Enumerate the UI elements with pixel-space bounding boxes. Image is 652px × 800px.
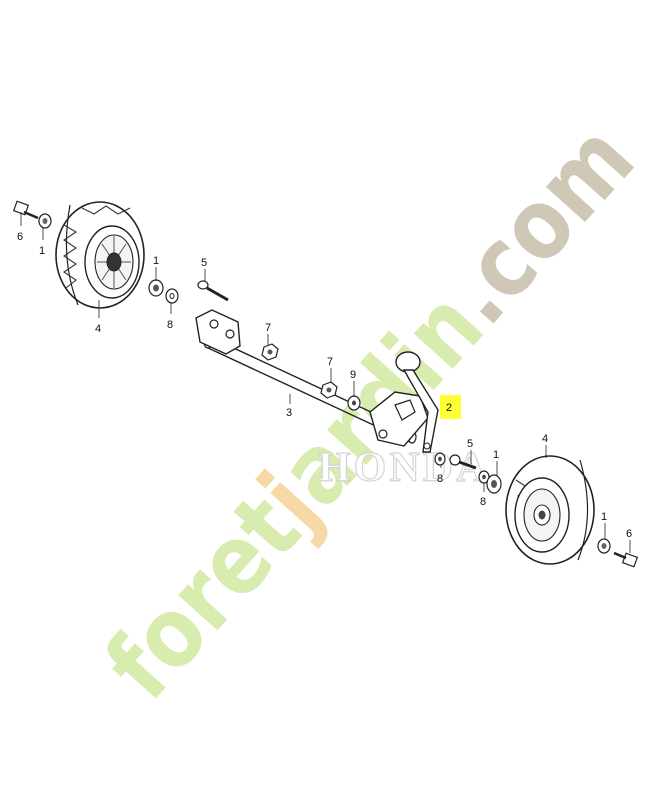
bearing-left	[148, 279, 164, 297]
height-lever	[395, 351, 439, 453]
cap-nut-left	[38, 213, 52, 229]
label-nut-7-center[interactable]: 7	[327, 356, 333, 368]
cap-nut-right	[597, 538, 611, 554]
left-wheel	[55, 201, 145, 309]
washer-lever	[434, 452, 446, 466]
label-bearing-1-right[interactable]: 1	[493, 449, 499, 461]
label-wheel-4-left[interactable]: 4	[95, 323, 101, 335]
watermark-text: foretjardin.com	[84, 103, 652, 720]
bearing-right	[486, 474, 502, 494]
bolt-left	[197, 280, 229, 302]
label-bolt-6-left[interactable]: 6	[17, 231, 23, 243]
flange-bolt-left	[12, 200, 39, 220]
brand-text: HONDA	[318, 445, 489, 491]
label-bolt-5-right[interactable]: 5	[467, 438, 473, 450]
label-wheel-4-right[interactable]: 4	[542, 433, 548, 445]
leader-lines	[20, 212, 631, 553]
part-labels: 6 1 4 1 8 5 7 7 9 3 2 8 5 1 8 4 1 6	[17, 231, 632, 540]
flange-bolt-right	[613, 551, 639, 568]
label-nut-1-left[interactable]: 1	[39, 245, 45, 257]
right-wheel	[505, 455, 595, 565]
label-bearing-1-left[interactable]: 1	[153, 255, 159, 267]
label-bolt-6-right[interactable]: 6	[626, 528, 632, 540]
right-bracket	[369, 391, 429, 447]
label-washer-8-lever[interactable]: 8	[437, 473, 443, 485]
label-shaft-3[interactable]: 3	[286, 407, 292, 419]
label-nut-1-right[interactable]: 1	[601, 511, 607, 523]
watermark: foretjardin.com	[84, 103, 652, 720]
collar	[347, 395, 361, 411]
label-collar-9[interactable]: 9	[350, 369, 356, 381]
left-bracket	[195, 309, 241, 355]
nut-center	[320, 381, 338, 399]
label-bolt-5-left[interactable]: 5	[201, 257, 207, 269]
label-nut-7-left[interactable]: 7	[265, 322, 271, 334]
nut-left	[261, 343, 279, 361]
part-2-highlight	[440, 395, 461, 419]
label-washer-8-right[interactable]: 8	[480, 496, 486, 508]
washer-left	[165, 288, 179, 304]
label-lever-2[interactable]: 2	[446, 402, 452, 414]
label-washer-8-left[interactable]: 8	[167, 319, 173, 331]
bolt-right	[449, 454, 477, 470]
